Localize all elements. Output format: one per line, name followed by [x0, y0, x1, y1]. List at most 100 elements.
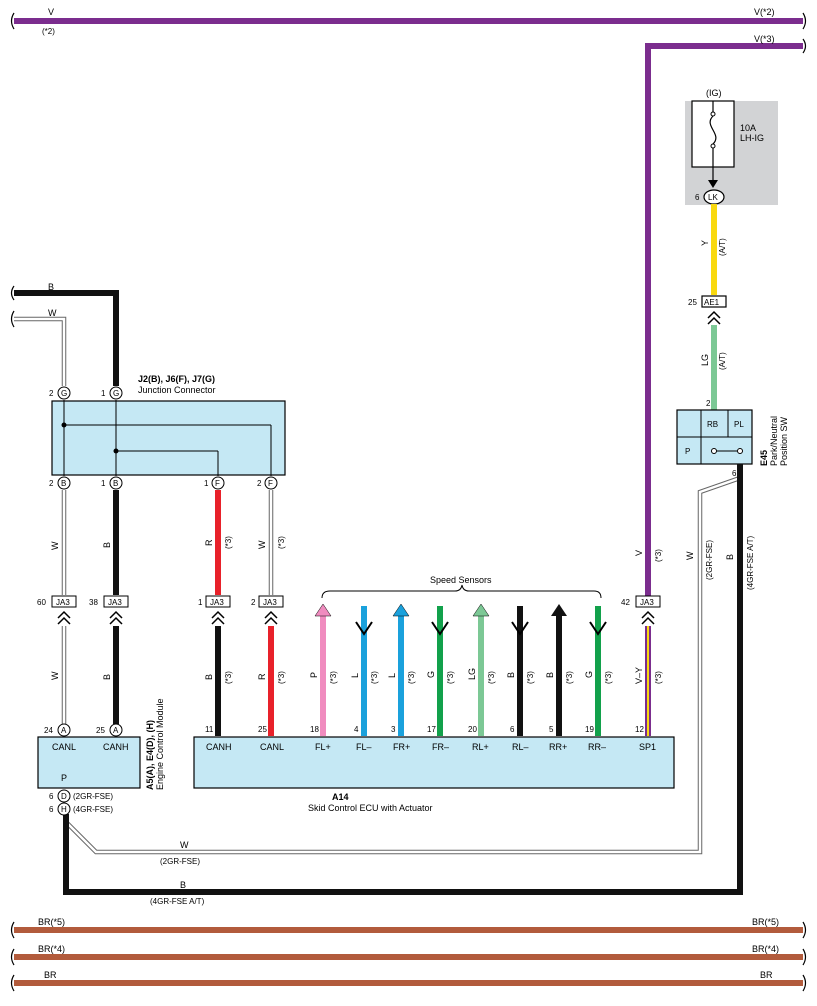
fuse-name: LH-IG: [740, 133, 764, 143]
fuse-icon: [709, 115, 717, 145]
ecm-pin-letter-1: A: [61, 726, 67, 735]
ecu-wire-note-9: (*3): [565, 671, 574, 684]
ja3-5-pin: 42: [621, 598, 630, 607]
ecu-wire-color-9: B: [545, 672, 555, 678]
ecu-wires: [215, 603, 651, 736]
e45-rb: RB: [707, 420, 718, 429]
junction-name: Junction Connector: [138, 385, 216, 395]
ecm-label-canl: CANL: [52, 742, 76, 752]
bus-v-right-label: V(*2): [754, 7, 775, 17]
connector-ae1: [701, 295, 727, 308]
left-wire-w: [14, 316, 67, 386]
bus-v-left-label: V: [48, 7, 54, 17]
junction-bottom-pin-num-4: 2: [257, 479, 262, 488]
ecu-wire-color-5: L: [387, 673, 397, 678]
junction-bottom-pin-letter-2: B: [113, 479, 118, 488]
ja3-2-pin: 38: [89, 598, 98, 607]
ecm-pin-num-2: 25: [96, 726, 105, 735]
jwire-3-note: (*3): [224, 536, 233, 549]
right-wire-w: W: [685, 551, 695, 560]
ecu-pin-num-10: 19: [585, 725, 594, 734]
ecu-pin-label-2: CANL: [260, 742, 284, 752]
ecu-wire-note-7: (*3): [487, 671, 496, 684]
ecu-wire-note-10: (*3): [604, 671, 613, 684]
bus-br5-left: BR(*5): [38, 917, 65, 927]
ecu-wire-note-6: (*3): [446, 671, 455, 684]
bus-br4-right: BR(*4): [752, 944, 779, 954]
v-wire-note: (*3): [654, 549, 663, 562]
ecu-pin-label-7: RL+: [472, 742, 489, 752]
ecu-pin-label-6: FR–: [432, 742, 449, 752]
ecu-wire-note-4: (*3): [370, 671, 379, 684]
jwire-3-color: R: [204, 539, 214, 546]
ecu-pin-label-3: FL+: [315, 742, 331, 752]
ja3-4-label: JA3: [263, 598, 277, 607]
ecu-pin-label-8: RL–: [512, 742, 529, 752]
bus-v-left-note: (*2): [42, 27, 55, 36]
jwire-1-color: W: [50, 541, 60, 550]
ecu-pin-num-3: 18: [310, 725, 319, 734]
ecu-wire-color-11: V–Y: [634, 667, 644, 684]
junction-bottom-pin-num-2: 1: [101, 479, 106, 488]
park-neutral-switch: RB PL P 2 6 E45 Park/Neutral Position SW: [676, 399, 789, 478]
fuse-lh-ig: (IG) 10A LH-IG LK 6: [685, 88, 778, 205]
junction-top-pin-letter-2: G: [113, 389, 119, 398]
ja3-1-label: JA3: [56, 598, 70, 607]
ecm-code: A5(A), E4(D), (H): [145, 720, 155, 790]
wire-lg-note: (A/T): [718, 352, 727, 370]
connector-ae1-label: AE1: [704, 298, 720, 307]
bottom-b-color: B: [180, 880, 186, 890]
ecu-wire-color-7: LG: [467, 668, 477, 680]
ecu-pin-num-2: 25: [258, 725, 267, 734]
ja3-4-pin: 2: [251, 598, 256, 607]
ecu-wire-note-3: (*3): [329, 671, 338, 684]
ecu-code: A14: [332, 792, 349, 802]
bus-br5-right: BR(*5): [752, 917, 779, 927]
bottom-brown-buses: BR(*5) BR(*5) BR(*4) BR(*4) BR BR: [10, 917, 807, 992]
e45-name-1: Park/Neutral: [769, 416, 779, 466]
ecu-wire-color-2: R: [257, 673, 267, 680]
bottom-w-note: (2GR-FSE): [160, 857, 200, 866]
jwire-4-color: W: [257, 540, 267, 549]
ecm-bottom-pin-note-2: (4GR-FSE): [73, 805, 113, 814]
ecu-wire-note-11: (*3): [654, 671, 663, 684]
e45-pl: PL: [734, 420, 744, 429]
connector-lk-pin: 6: [695, 193, 700, 202]
ecu-wire-note-5: (*3): [407, 671, 416, 684]
junction-bottom-pin-num-3: 1: [204, 479, 209, 488]
bus-br-left: BR: [44, 970, 57, 980]
jwire-2-color: B: [102, 542, 112, 548]
e45-pin-bottom: 6: [732, 469, 737, 478]
wire-lg-color: LG: [700, 354, 710, 366]
connector-ae1-pin: 25: [688, 298, 697, 307]
v-wire-color: V: [634, 550, 644, 556]
bus-br-right: BR: [760, 970, 773, 980]
ecu-pin-label-1: CANH: [206, 742, 232, 752]
engine-control-module: A 24 A 25 CANL CANH P A5(A), E4(D), (H) …: [37, 698, 165, 816]
wire-y-color: Y: [700, 240, 710, 246]
ecu-wire-color-4: L: [350, 673, 360, 678]
ecu-wire-note-8: (*3): [526, 671, 535, 684]
ecu-pin-num-11: 12: [635, 725, 644, 734]
ecu-pin-num-5: 3: [391, 725, 396, 734]
junction-bottom-pin-letter-4: F: [268, 479, 273, 488]
ecm-label-canh: CANH: [103, 742, 129, 752]
speed-sensors-bracket: [321, 584, 602, 599]
ecu-wire-labels: B (*3) R (*3) P (*3) L (*3) L (*3) G (*3…: [204, 667, 663, 684]
ecu-pin-num-1: 11: [205, 725, 214, 734]
wire-b-4gr: [63, 464, 743, 895]
ecu-wire-note-2: (*3): [277, 671, 286, 684]
ecm-pin-num-1: 24: [44, 726, 53, 735]
bottom-w-color: W: [180, 840, 189, 850]
ecu-pin-num-6: 17: [427, 725, 436, 734]
fuse-source: (IG): [706, 88, 722, 98]
junction-codes: J2(B), J6(F), J7(G): [138, 374, 215, 384]
ecu-wire-color-1: B: [204, 674, 214, 680]
right-wire-b-note: (4GR-FSE A/T): [746, 535, 755, 590]
ja3-3-pin: 1: [198, 598, 203, 607]
e45-code: E45: [759, 450, 769, 466]
ecu-wire-note-1: (*3): [224, 671, 233, 684]
right-wire-w-note: (2GR-FSE): [705, 540, 714, 580]
junction-bottom-pin-num-1: 2: [49, 479, 54, 488]
